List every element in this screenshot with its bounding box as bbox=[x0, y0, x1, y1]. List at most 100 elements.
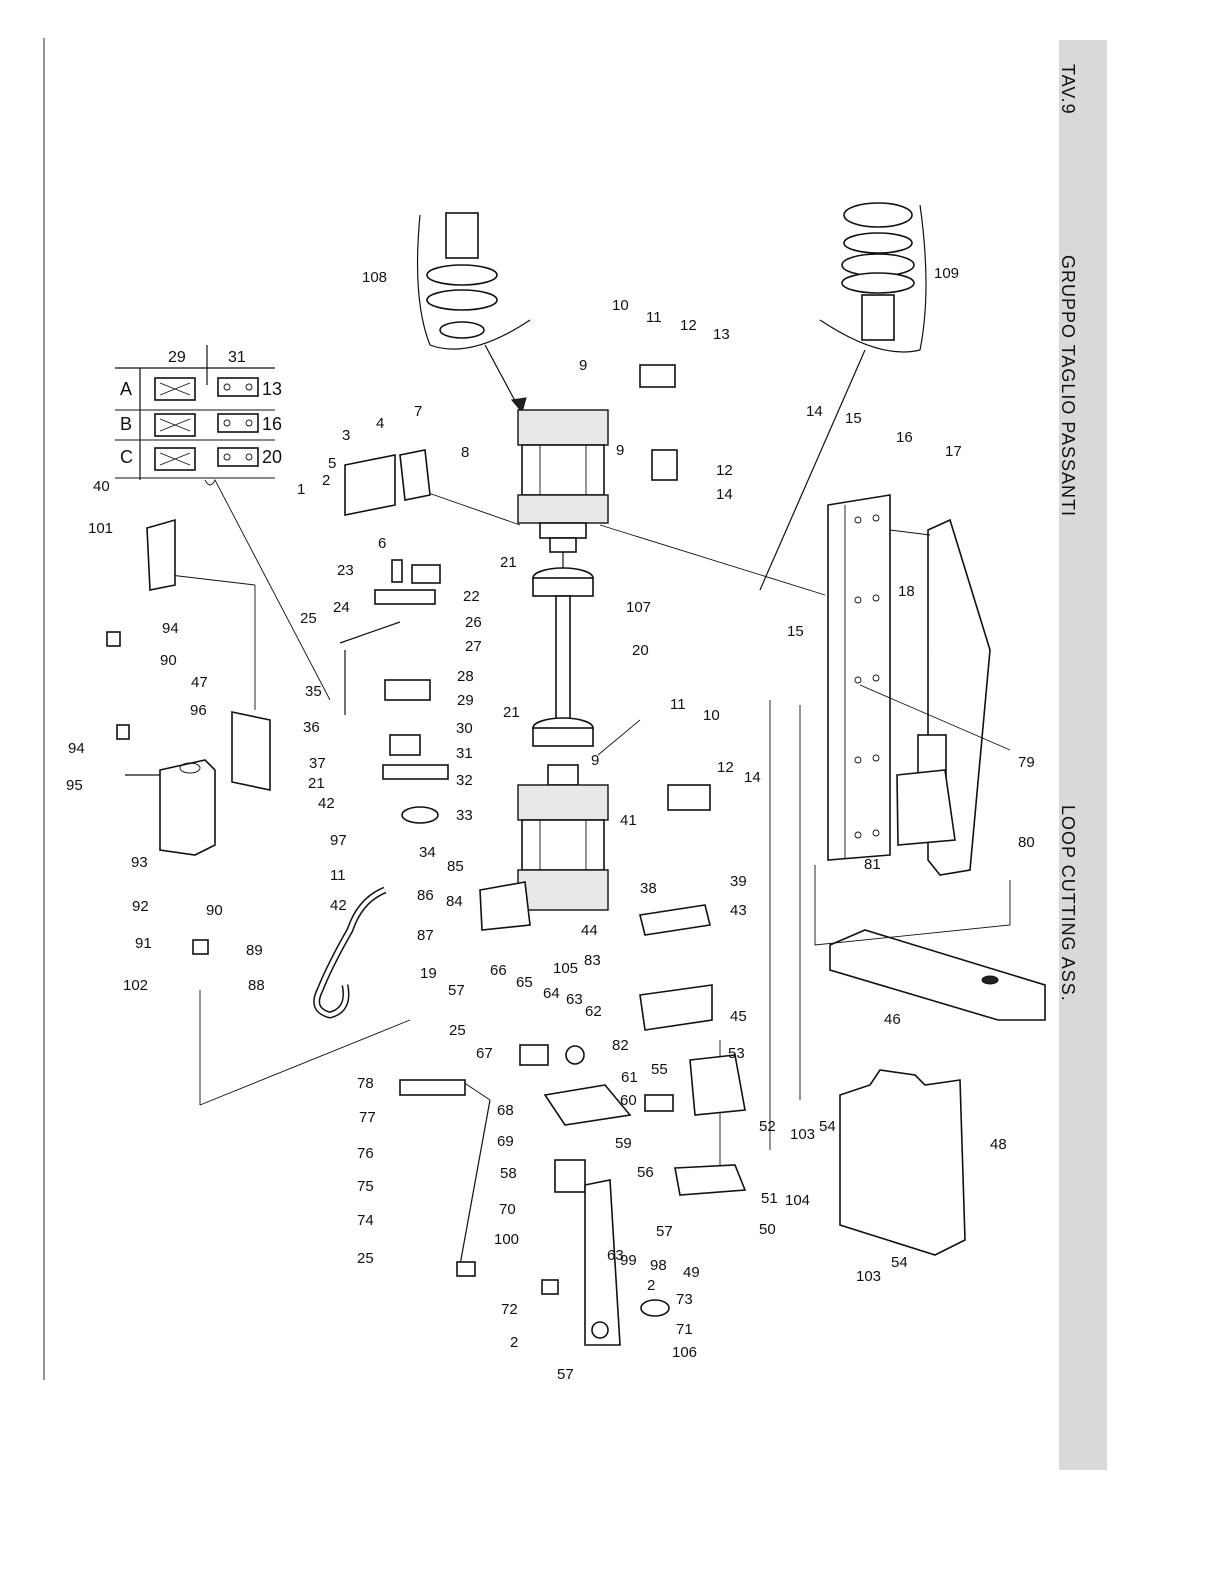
callout: 21 bbox=[308, 775, 325, 792]
callout: 100 bbox=[494, 1231, 519, 1248]
callout: 93 bbox=[131, 854, 148, 871]
callout: 25 bbox=[357, 1250, 374, 1267]
callout: 7 bbox=[414, 403, 422, 420]
callout: 70 bbox=[499, 1201, 516, 1218]
callout: 2 bbox=[510, 1334, 518, 1351]
callout: 12 bbox=[716, 462, 733, 479]
callout: 20 bbox=[632, 642, 649, 659]
callout: 35 bbox=[305, 683, 322, 700]
callout: 33 bbox=[456, 807, 473, 824]
callout: 90 bbox=[206, 902, 223, 919]
callout: 57 bbox=[656, 1223, 673, 1240]
callout: 2 bbox=[322, 472, 330, 489]
callout: 37 bbox=[309, 755, 326, 772]
callout: 75 bbox=[357, 1178, 374, 1195]
callout: 63 bbox=[607, 1247, 624, 1264]
callout: 29 bbox=[457, 692, 474, 709]
callout: 26 bbox=[465, 614, 482, 631]
callout: 72 bbox=[501, 1301, 518, 1318]
callout: 99 bbox=[620, 1252, 637, 1269]
callout: 22 bbox=[463, 588, 480, 605]
callout-labels: 1 2 3 4 5 6 7 8 9 9 9 10 10 11 11 11 12 … bbox=[66, 265, 1035, 1383]
callout: 85 bbox=[447, 858, 464, 875]
callout: 42 bbox=[318, 795, 335, 812]
callout: 2 bbox=[647, 1277, 655, 1294]
callout: 103 bbox=[790, 1126, 815, 1143]
callout: 53 bbox=[728, 1045, 745, 1062]
callout: 60 bbox=[620, 1092, 637, 1109]
callout: 21 bbox=[500, 554, 517, 571]
callout: 80 bbox=[1018, 834, 1035, 851]
callout: 14 bbox=[744, 769, 761, 786]
rod-assembly bbox=[532, 567, 594, 747]
callout: 103 bbox=[856, 1268, 881, 1285]
callout: 13 bbox=[713, 326, 730, 343]
callout: 74 bbox=[357, 1212, 374, 1229]
callout: 11 bbox=[646, 309, 662, 326]
callout: 91 bbox=[135, 935, 152, 952]
base-plate bbox=[814, 865, 1046, 1021]
callout: 94 bbox=[68, 740, 85, 757]
callout: 36 bbox=[303, 719, 320, 736]
callout: 12 bbox=[717, 759, 734, 776]
table-part-ref: 16 bbox=[262, 414, 282, 434]
callout: 63 bbox=[566, 991, 583, 1008]
upper-cylinder bbox=[517, 409, 609, 580]
callout: 108 bbox=[362, 269, 387, 286]
callout: 68 bbox=[497, 1102, 514, 1119]
callout: 56 bbox=[637, 1164, 654, 1181]
callout: 44 bbox=[581, 922, 598, 939]
callout: 14 bbox=[806, 403, 823, 420]
callout: 54 bbox=[819, 1118, 836, 1135]
callout: 109 bbox=[934, 265, 959, 282]
title-strip bbox=[1059, 40, 1107, 1470]
callout: 82 bbox=[612, 1037, 629, 1054]
callout: 81 bbox=[864, 856, 881, 873]
callout: 49 bbox=[683, 1264, 700, 1281]
callout: 73 bbox=[676, 1291, 693, 1308]
seal-kit-108 bbox=[416, 212, 531, 414]
callout: 86 bbox=[417, 887, 434, 904]
callout: 25 bbox=[449, 1022, 466, 1039]
callout: 95 bbox=[66, 777, 83, 794]
callout: 57 bbox=[557, 1366, 574, 1383]
callout: 50 bbox=[759, 1221, 776, 1238]
table-part-ref: 13 bbox=[262, 379, 282, 399]
callout: 1 bbox=[297, 481, 305, 498]
callout: 51 bbox=[761, 1190, 778, 1207]
callout: 16 bbox=[896, 429, 913, 446]
callout: 42 bbox=[330, 897, 347, 914]
seal-kit-109 bbox=[759, 202, 927, 591]
callout: 107 bbox=[626, 599, 651, 616]
guard-cover bbox=[839, 1069, 966, 1256]
valve-block bbox=[125, 711, 271, 856]
callout: 21 bbox=[503, 704, 520, 721]
callout: 19 bbox=[420, 965, 437, 982]
callout: 28 bbox=[457, 668, 474, 685]
callout: 9 bbox=[616, 442, 624, 459]
callout: 97 bbox=[330, 832, 347, 849]
callout: 96 bbox=[190, 702, 207, 719]
callout: 87 bbox=[417, 927, 434, 944]
callout: 32 bbox=[456, 772, 473, 789]
variant-table: 29 31 A B C 13 16 20 bbox=[115, 345, 331, 701]
callout: 5 bbox=[328, 455, 336, 472]
callout: 67 bbox=[476, 1045, 493, 1062]
callout: 77 bbox=[359, 1109, 376, 1126]
hose bbox=[313, 886, 387, 1019]
callout: 83 bbox=[584, 952, 601, 969]
callout: 43 bbox=[730, 902, 747, 919]
callout: 89 bbox=[246, 942, 263, 959]
table-part-ref: 20 bbox=[262, 447, 282, 467]
callout: 40 bbox=[93, 478, 110, 495]
callout: 78 bbox=[357, 1075, 374, 1092]
callout: 10 bbox=[703, 707, 720, 724]
callout: 76 bbox=[357, 1145, 374, 1162]
callout: 18 bbox=[898, 583, 915, 600]
callout: 17 bbox=[945, 443, 962, 460]
callout: 31 bbox=[456, 745, 473, 762]
callout: 8 bbox=[461, 444, 469, 461]
callout: 12 bbox=[680, 317, 697, 334]
callout: 69 bbox=[497, 1133, 514, 1150]
callout: 54 bbox=[891, 1254, 908, 1271]
